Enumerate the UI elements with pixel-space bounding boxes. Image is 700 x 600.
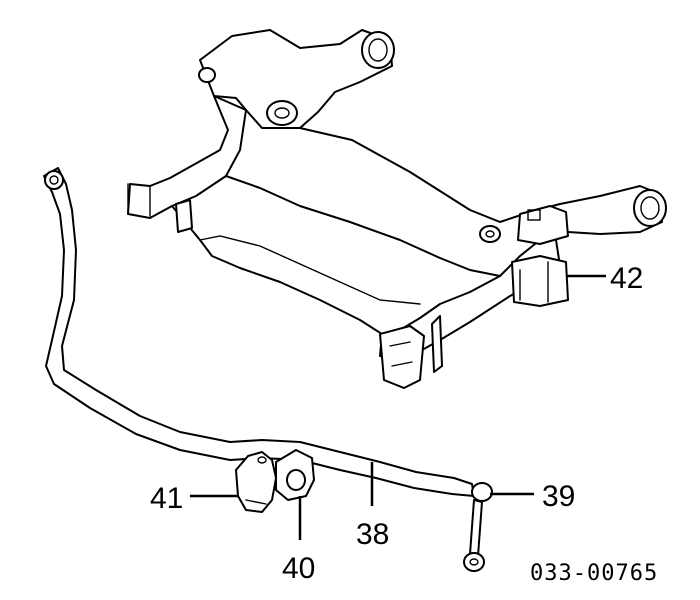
stabilizer-link <box>463 482 493 572</box>
bushing-clamp <box>235 451 277 513</box>
callout-40: 40 <box>282 552 315 585</box>
diagram-reference-code: 033-00765 <box>530 561 658 586</box>
callout-39: 39 <box>542 480 575 513</box>
callout-41: 41 <box>150 482 183 515</box>
callout-42: 42 <box>610 262 643 295</box>
subframe-crossmember <box>127 29 667 389</box>
callout-38: 38 <box>356 518 389 551</box>
rubber-bushing <box>275 449 315 501</box>
